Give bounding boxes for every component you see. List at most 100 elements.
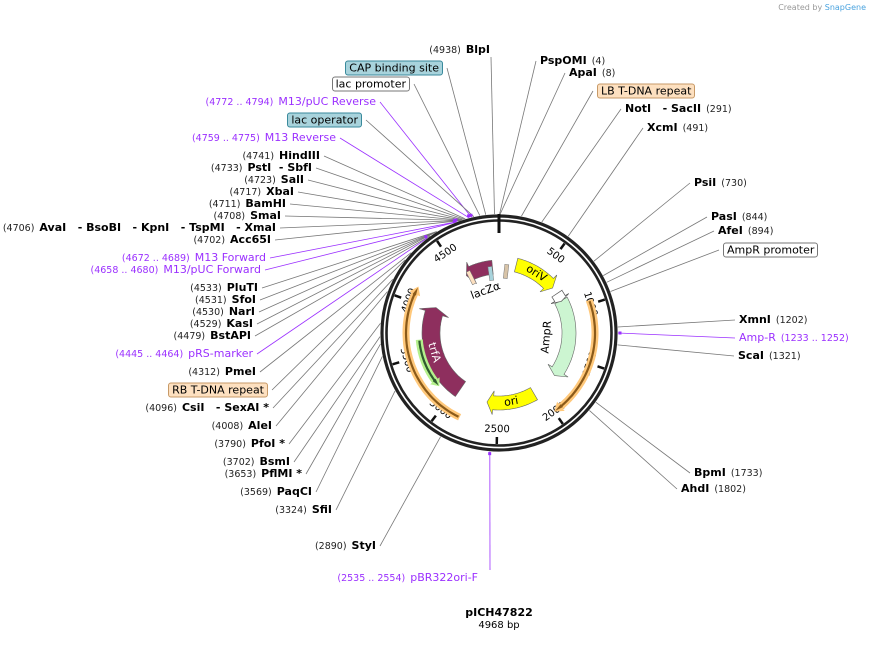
enzyme-label-blpi[interactable]: (4938)BlpI xyxy=(424,43,490,57)
enzyme-label-hindiii[interactable]: (4741)HindIII xyxy=(237,149,320,163)
feature-box: AmpR promoter xyxy=(723,242,819,258)
site-name: HindIII xyxy=(279,149,320,162)
enzyme-label-sali[interactable]: (4723) SalI xyxy=(239,173,304,187)
feature-arrow xyxy=(547,296,577,378)
enzyme-label-xbai[interactable]: (4717)XbaI xyxy=(225,185,294,199)
primer-label-m13-forward[interactable]: (4672 .. 4689)M13 Forward xyxy=(117,251,266,265)
enzyme-label-xcmi[interactable]: XcmI(491) xyxy=(647,121,713,135)
site-position: (4759 .. 4775) xyxy=(191,133,260,144)
primer-label-pbr322ori-f[interactable]: (2535 .. 2554)pBR322ori-F xyxy=(332,571,478,585)
label-lines xyxy=(254,56,736,571)
site-name: SalI xyxy=(280,173,304,186)
enzyme-label-bstapi[interactable]: (4479)BstAPI xyxy=(169,329,251,343)
feature-label-lac-operator[interactable]: lac operator xyxy=(287,112,362,128)
feature-label-cap-binding-site[interactable]: CAP binding site xyxy=(345,60,443,76)
primer-label-amp-r[interactable]: Amp-R(1233 .. 1252) xyxy=(739,331,854,345)
enzyme-label-csii-sexai-[interactable]: (4096) CsiI - SexAI * xyxy=(140,401,269,415)
feature-box: CAP binding site xyxy=(345,60,443,76)
enzyme-label-psti-sbfi[interactable]: (4733)PstI - SbfI xyxy=(206,161,312,175)
site-marker xyxy=(487,266,495,282)
feature-label-lac-promoter[interactable]: lac promoter xyxy=(331,76,410,92)
tick-label: 2500 xyxy=(484,424,510,436)
feature-label: trfA xyxy=(425,341,443,365)
primer-arc-glow xyxy=(402,286,462,421)
feature-arrow xyxy=(419,307,467,397)
site-name: BpmI xyxy=(694,466,726,479)
site-position: (4733) xyxy=(210,163,243,174)
primer-label-m13-puc-reverse[interactable]: (4772 .. 4794)M13/pUC Reverse xyxy=(201,95,376,109)
feature-arrow xyxy=(486,387,538,415)
site-name: CsiI - SexAI * xyxy=(181,401,269,414)
enzyme-label-kasi[interactable]: (4529)KasI xyxy=(185,317,253,331)
tick-mark xyxy=(559,242,566,250)
enzyme-label-acc65i[interactable]: (4702)Acc65I xyxy=(188,233,271,247)
enzyme-label-noti-sacii[interactable]: NotI - SacII(291) xyxy=(625,102,737,116)
label-leader-line xyxy=(254,235,431,337)
site-position: (4711) xyxy=(208,199,241,210)
label-leader-line xyxy=(256,237,428,355)
label-leader-line xyxy=(259,231,437,301)
enzyme-label-bsmi[interactable]: (3702)BsmI xyxy=(218,455,290,469)
enzyme-label-xmni[interactable]: XmnI(1202) xyxy=(739,313,812,327)
site-name: PspOMI xyxy=(540,54,587,67)
primer-label-m13-puc-forward[interactable]: (4658 .. 4680)M13/pUC Forward xyxy=(85,263,261,277)
site-position: (4096) xyxy=(145,403,177,414)
enzyme-label-sfoi[interactable]: (4531)SfoI xyxy=(190,293,256,307)
site-position: (1802) xyxy=(714,484,746,495)
label-leader-line xyxy=(256,231,437,325)
site-position: (3702) xyxy=(222,457,255,468)
enzyme-label-pspomi[interactable]: PspOMI(4) xyxy=(540,54,610,68)
primer-arc xyxy=(555,300,597,411)
label-leader-line xyxy=(610,249,720,292)
site-name: PsiI xyxy=(694,176,717,189)
label-leader-line xyxy=(365,119,475,217)
enzyme-label-bamhi[interactable]: (4711)BamHI xyxy=(204,197,286,211)
label-leader-line xyxy=(297,191,462,221)
enzyme-label-pflmi-[interactable]: (3653)PflMI * xyxy=(220,467,302,481)
enzyme-label-smai[interactable]: (4708)SmaI xyxy=(209,209,282,223)
enzyme-label-pfoi-[interactable]: (3790)PfoI * xyxy=(209,437,285,451)
enzyme-label-ahdi[interactable]: AhdI(1802) xyxy=(681,482,751,496)
enzyme-label-avai-bsobi-kpni-tspmi-xmai[interactable]: (4706)AvaI - BsoBI - KpnI - TspMI - XmaI xyxy=(0,221,276,235)
site-name: SfoI xyxy=(231,293,256,306)
enzyme-label-pmei[interactable]: (4312)PmeI xyxy=(183,365,256,379)
plasmid-name: pICH47822 xyxy=(465,606,533,619)
enzyme-label-pluti[interactable]: (4533)PluTI xyxy=(185,281,258,295)
label-leader-line xyxy=(288,323,381,445)
label-leader-line xyxy=(323,155,466,220)
site-position: (4723) xyxy=(244,175,276,186)
enzyme-label-sfii[interactable]: (3324)SfiI xyxy=(270,503,332,517)
enzyme-label-afei[interactable]: AfeI(894) xyxy=(718,224,778,238)
enzyme-label-styi[interactable]: (2890)StyI xyxy=(310,539,376,553)
enzyme-label-nari[interactable]: (4530)NarI xyxy=(187,305,255,319)
label-leader-line xyxy=(617,344,735,357)
tick-mark xyxy=(597,298,606,303)
label-leader-line xyxy=(499,72,566,215)
site-position: (3653) xyxy=(224,469,257,480)
feature-label-lb-t-dna-repeat[interactable]: LB T-DNA repeat xyxy=(597,83,696,99)
enzyme-label-psii[interactable]: PsiI(730) xyxy=(694,176,752,190)
enzyme-label-alei[interactable]: (4008)AleI xyxy=(207,419,272,433)
primer-site-marker xyxy=(452,219,456,223)
enzyme-label-pasi[interactable]: PasI(844) xyxy=(711,210,772,224)
primer-label-prs-marker[interactable]: (4445 .. 4464)pRS-marker xyxy=(110,347,253,361)
feature-label-rb-t-dna-repeat[interactable]: RB T-DNA repeat xyxy=(168,382,268,398)
site-position: (1733) xyxy=(730,468,763,479)
site-name: SfiI xyxy=(311,503,332,516)
feature-box: lac operator xyxy=(287,112,362,128)
site-position: (8) xyxy=(601,68,616,79)
feature-label-ampr-promoter[interactable]: AmpR promoter xyxy=(723,242,819,258)
label-leader-line xyxy=(446,67,487,215)
enzyme-label-paqci[interactable]: (3569)PaqCI xyxy=(235,485,312,499)
site-marker xyxy=(465,270,477,286)
enzyme-label-scai[interactable]: ScaI(1321) xyxy=(738,349,806,363)
site-name: PasI xyxy=(711,210,737,223)
label-leader-line xyxy=(275,291,388,427)
site-position: (894) xyxy=(747,226,774,237)
label-leader-line xyxy=(315,356,383,493)
primer-label-m13-reverse[interactable]: (4759 .. 4775)M13 Reverse xyxy=(187,131,336,145)
label-leader-line xyxy=(595,401,691,474)
label-leader-line xyxy=(379,436,441,547)
enzyme-label-bpmi[interactable]: BpmI (1733) xyxy=(694,466,767,480)
enzyme-label-apai[interactable]: ApaI(8) xyxy=(569,66,620,80)
